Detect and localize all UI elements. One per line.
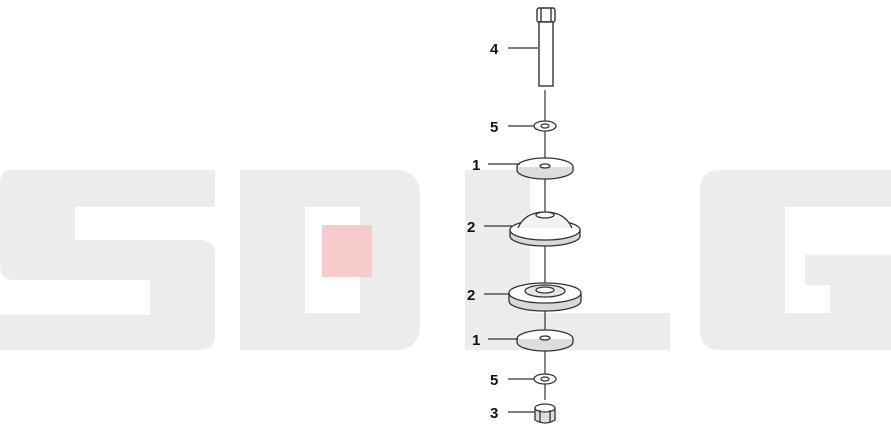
- callout-label-2-lower: 2: [467, 287, 475, 304]
- nut-part: [534, 403, 556, 424]
- callout-1-lower: 1: [472, 332, 518, 349]
- washer-lower-part: [533, 373, 557, 385]
- callout-label-4: 4: [490, 41, 499, 58]
- callout-5-upper: 5: [490, 119, 534, 136]
- rubber-mount-upper-part: [509, 211, 581, 247]
- sdlg-watermark-logo: [0, 170, 891, 350]
- callout-label-1-upper: 1: [472, 157, 480, 174]
- watermark-accent-square: [322, 225, 372, 277]
- washer-upper-part: [533, 120, 557, 132]
- callout-2-upper: 2: [467, 219, 512, 236]
- callout-label-5-upper: 5: [490, 119, 498, 136]
- watermark-letter-g: [700, 170, 891, 350]
- callout-2-lower: 2: [467, 287, 510, 304]
- bolt-part: [536, 7, 556, 87]
- callout-label-1-lower: 1: [472, 332, 480, 349]
- callout-3: 3: [490, 405, 535, 422]
- watermark-letter-d: [240, 170, 420, 350]
- callout-1-upper: 1: [472, 157, 520, 174]
- callout-label-5-lower: 5: [490, 372, 498, 389]
- callout-label-2-upper: 2: [467, 219, 475, 236]
- flat-washer-upper-part: [516, 157, 574, 180]
- flat-washer-lower-part: [516, 329, 574, 352]
- watermark-letter-s: [0, 170, 215, 350]
- rubber-mount-lower-part: [508, 282, 582, 312]
- callout-label-3: 3: [490, 405, 498, 422]
- callout-4: 4: [490, 41, 538, 58]
- callout-5-lower: 5: [490, 372, 534, 389]
- watermark-letter-l: [465, 170, 670, 350]
